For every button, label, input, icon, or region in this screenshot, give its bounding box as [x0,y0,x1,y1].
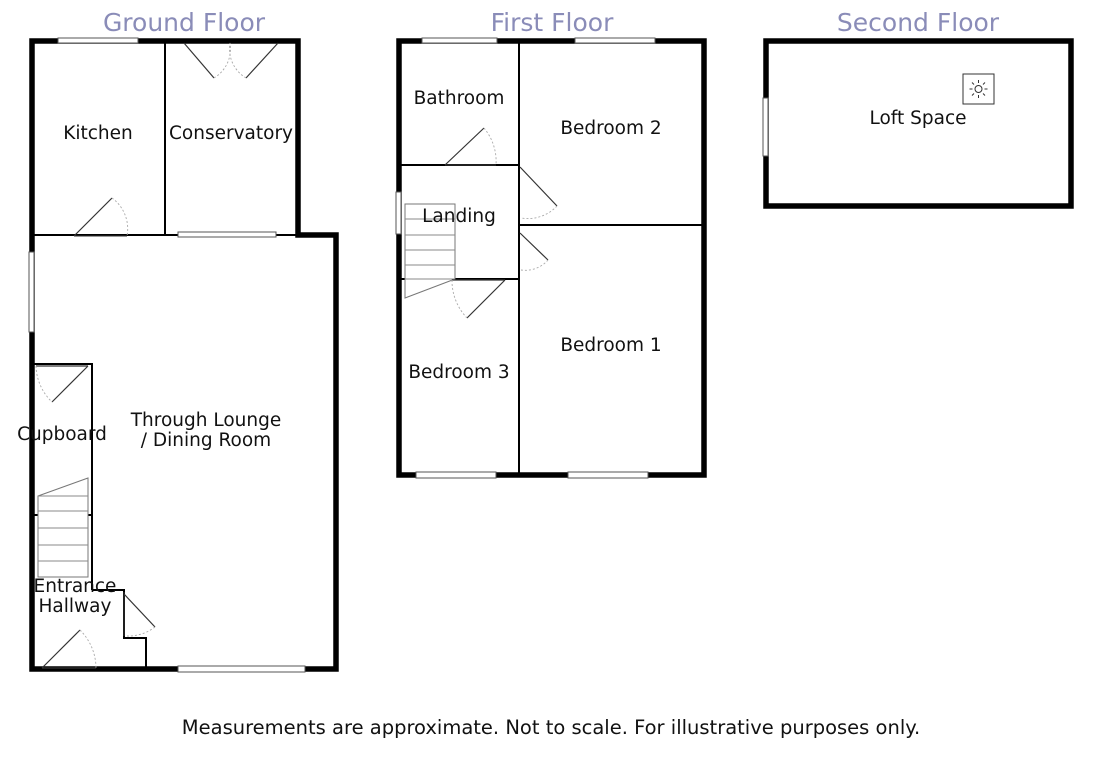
door-icon [41,629,97,669]
window-icon [177,665,306,673]
room-label-landing: Landing [422,206,496,227]
door-icon [444,127,497,166]
ground-floor-title: Ground Floor [103,8,266,37]
window-icon [567,471,649,479]
room-label-kitchen: Kitchen [63,123,133,144]
door-icon [451,279,506,319]
second-floor-plan: Loft Space [762,38,1074,209]
ground-floor-plan: Kitchen Conservatory Through Lounge / Di… [17,37,339,673]
window-icon [57,37,139,44]
second-floor-title: Second Floor [837,8,1000,37]
window-icon [28,251,35,333]
window-icon [421,37,498,44]
disclaimer-note: Measurements are approximate. Not to sca… [182,716,920,739]
first-floor-title: First Floor [491,8,614,37]
staircase-icon [404,203,456,299]
door-icon [519,232,549,271]
window-icon [415,471,497,479]
door-icon [35,365,89,403]
room-label-cupboard: Cupboard [17,424,107,445]
door-icon [519,166,558,219]
room-label-bedroom-2: Bedroom 2 [560,118,661,139]
room-label-bedroom-3: Bedroom 3 [408,362,509,383]
room-label-through-lounge: Through Lounge [130,410,282,431]
first-floor-plan: Bathroom Bedroom 2 Landing Bedroom 1 Bed… [395,37,707,479]
door-icon [123,592,156,637]
room-label-entrance: Entrance [34,576,117,597]
window-icon [177,231,277,238]
room-label-loft-space: Loft Space [870,108,967,129]
window-icon [395,191,402,235]
window-icon [574,37,656,44]
room-label-hallway: Hallway [39,596,112,617]
room-label-conservatory: Conservatory [169,123,293,144]
room-label-bathroom: Bathroom [414,88,505,109]
skylight-icon [962,73,995,105]
staircase-icon [37,477,89,578]
room-label-dining-room: / Dining Room [141,430,271,451]
window-icon [762,97,769,157]
room-label-bedroom-1: Bedroom 1 [560,335,661,356]
door-icon [183,42,279,79]
door-icon [73,197,129,237]
